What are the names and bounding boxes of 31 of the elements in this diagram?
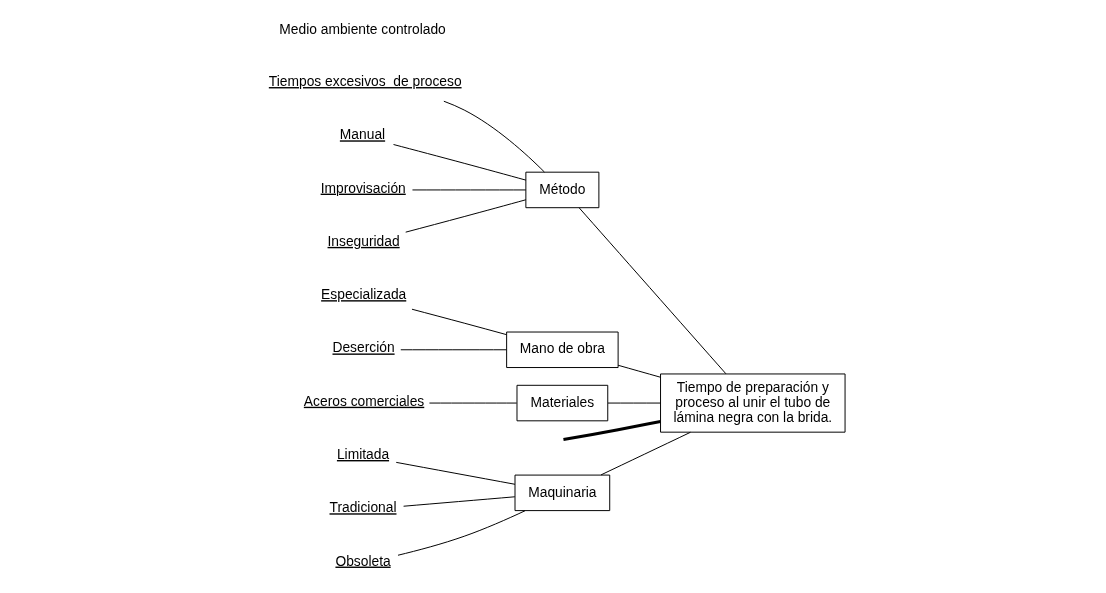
node-text: Improvisación: [320, 179, 406, 196]
node-text: Deserción: [332, 339, 395, 356]
node-text: Obsoleta: [335, 552, 391, 569]
connector: [411, 308, 507, 336]
label: Medio ambiente controlado: [279, 20, 446, 37]
node-text: Inseguridad: [327, 232, 400, 249]
node-box: Tiempo de preparación y proceso al unir el tubo de lámina negra con la brida.: [660, 373, 846, 433]
connector: [411, 189, 527, 191]
node-box: Materiales: [516, 384, 609, 422]
connector: [397, 510, 526, 556]
node-text: Aceros comerciales: [303, 392, 425, 409]
node-box: Mano de obra: [506, 331, 619, 369]
node-box: Maquinaria: [514, 474, 611, 512]
connector: [400, 349, 507, 351]
connector: [443, 100, 545, 173]
node-text: Especializada: [321, 286, 407, 303]
node-text: Manual: [339, 126, 386, 143]
connector: [403, 496, 516, 507]
connector: [563, 420, 661, 441]
connector: [617, 364, 661, 378]
connector: [393, 144, 527, 181]
node-text: Tradicional: [329, 499, 397, 516]
connector: [428, 402, 518, 404]
node-text: Tiempos excesivos de proceso: [268, 73, 462, 90]
connector: [578, 207, 727, 375]
node-box: Método: [525, 171, 600, 209]
connector: [405, 199, 527, 233]
node-text: Limitada: [336, 446, 390, 462]
connector: [600, 431, 691, 476]
connector: [395, 461, 516, 485]
connector: [607, 402, 661, 404]
